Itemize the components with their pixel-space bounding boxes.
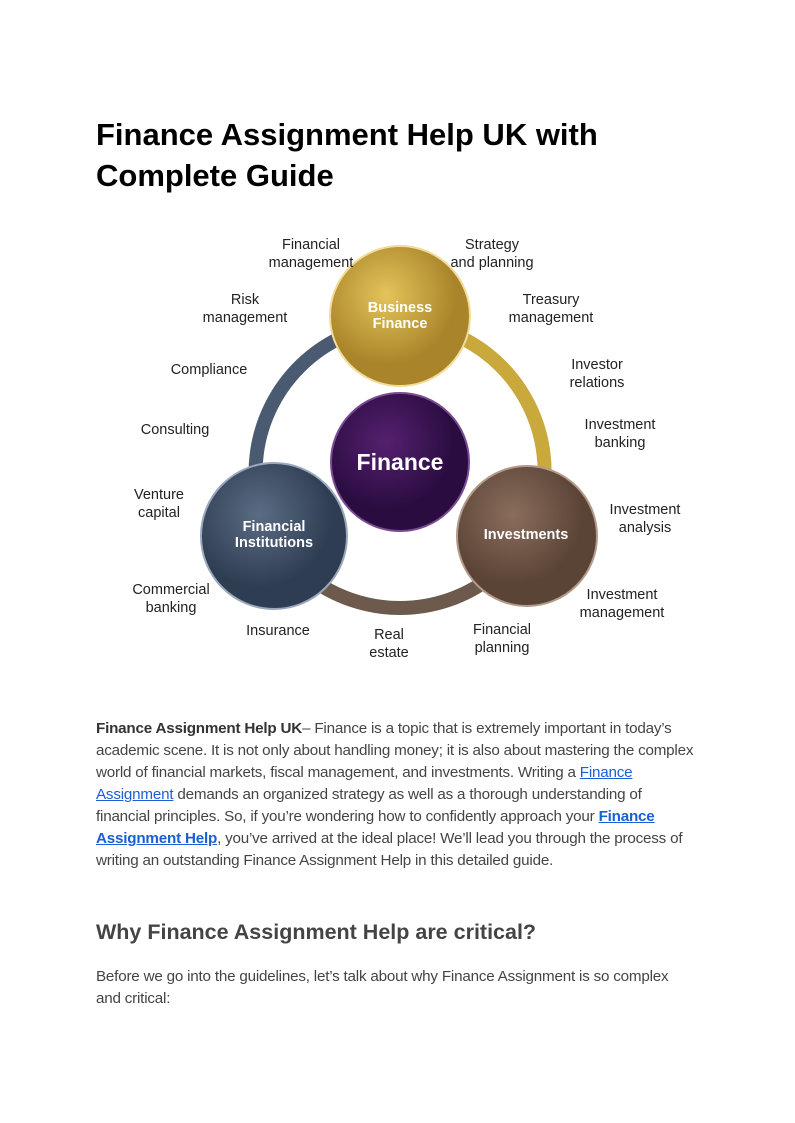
label: Consulting (140, 422, 210, 438)
page-title: Finance Assignment Help UK with Complete… (96, 117, 598, 193)
label: Risk management (202, 292, 288, 326)
label: Investment management (579, 587, 665, 621)
label: Financial planning (472, 622, 532, 656)
label: Treasury management (508, 292, 594, 326)
finance-diagram: Business Finance Finance Financial Insti… (132, 237, 681, 661)
section-paragraph: Before we go into the guidelines, let’s … (96, 968, 669, 1007)
label: Investment analysis (609, 502, 681, 536)
intro-bold-lead: Finance Assignment Help UK (96, 720, 303, 737)
investments-circle (456, 465, 598, 607)
label: Commercial banking (132, 582, 210, 616)
finance-assignment-help-link[interactable]: Finance Assignment Help (96, 808, 655, 847)
label: Strategy and planning (450, 237, 534, 271)
intro-paragraph: Finance Assignment Help UK– Finance is a… (96, 718, 696, 872)
label: Insurance (246, 623, 310, 639)
label: Investment banking (584, 417, 656, 451)
intro-text: – Finance is a topic that is extremely i… (96, 720, 694, 781)
node-finance: Finance (356, 449, 444, 475)
intro-text: demands an organized strategy as well as… (96, 786, 642, 825)
diagram-graphic (200, 245, 598, 615)
finance-circle (330, 392, 470, 532)
business-finance-circle (329, 245, 471, 387)
label: Compliance (170, 362, 248, 378)
label: Venture capital (134, 487, 184, 521)
label: Financial management (268, 237, 354, 271)
section-heading: Why Finance Assignment Help are critical… (96, 920, 537, 944)
financial-institutions-circle (200, 462, 348, 610)
finance-assignment-link[interactable]: Finance Assignment (96, 764, 633, 803)
ring-arc-bottom (305, 572, 495, 615)
node-investments: Investments (483, 527, 569, 543)
label: Real estate (369, 627, 409, 661)
node-financial-institutions: Financial Institutions (234, 519, 314, 551)
intro-text: , you’ve arrived at the ideal place! We’… (96, 830, 683, 869)
label: Investor relations (569, 357, 625, 391)
node-business-finance: Business Finance (367, 300, 433, 332)
